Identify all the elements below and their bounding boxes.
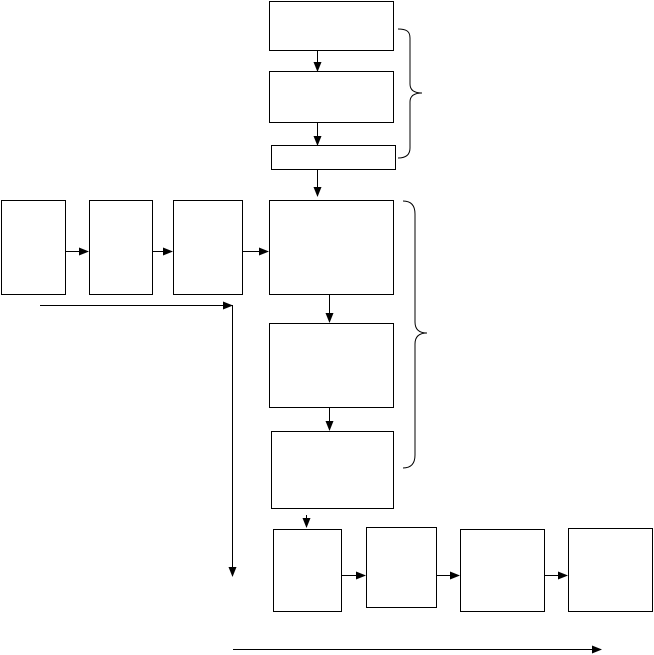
- top-box-1: [269, 1, 394, 51]
- top-box-3: [271, 145, 396, 170]
- middle-right-brace: [402, 200, 428, 469]
- bottom-box-1: [273, 529, 342, 612]
- center-box-2: [269, 323, 394, 408]
- bottom-box-4: [568, 528, 653, 612]
- left-box-2: [89, 200, 153, 295]
- bottom-box-2: [366, 527, 437, 608]
- center-box-1: [269, 200, 394, 295]
- bottom-box-3: [460, 529, 545, 612]
- left-box-3: [173, 200, 243, 295]
- top-right-brace: [397, 28, 423, 159]
- left-box-1: [1, 200, 66, 295]
- center-box-3: [271, 431, 394, 509]
- timeline-connector: [40, 305, 237, 577]
- top-box-2: [269, 71, 394, 123]
